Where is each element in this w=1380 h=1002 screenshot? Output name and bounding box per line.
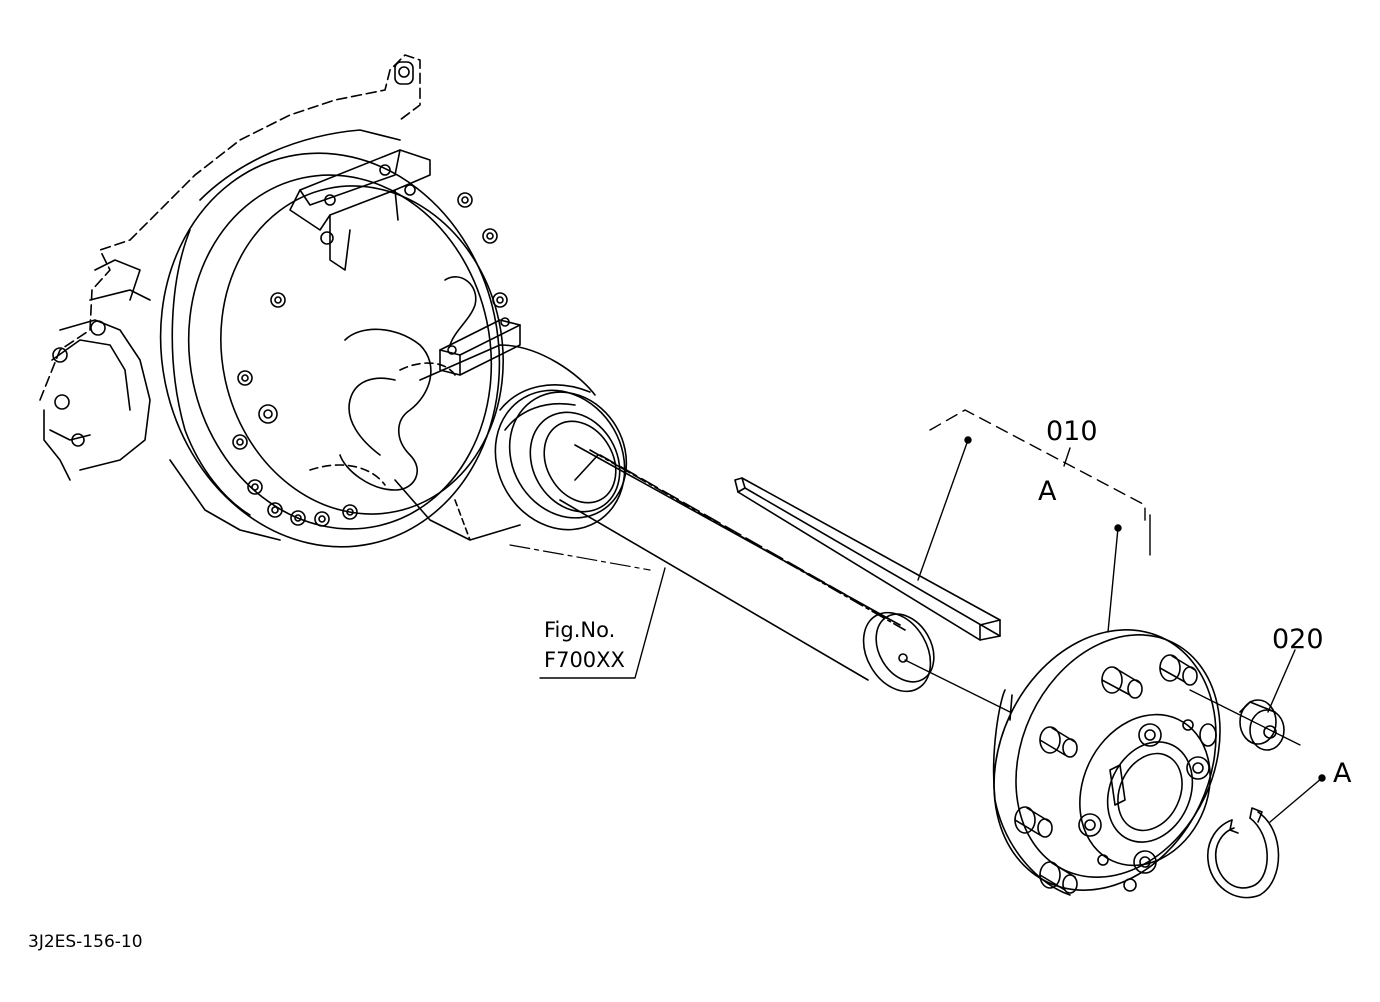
collar-nut [1239,699,1285,751]
label-group-a-circlip: A [1333,758,1352,789]
bearing-collar [494,384,628,531]
label-part-020: 020 [1272,624,1324,655]
label-group-a-top: A [1038,476,1057,507]
label-fig-ref-line2: F700XX [544,648,625,672]
housing-bolts [232,192,508,527]
label-part-010: 010 [1046,416,1098,447]
transmission-housing [39,54,596,548]
hub-flange [992,629,1221,896]
circlip [1207,807,1280,899]
wheel-studs [1014,654,1217,894]
shaft-key [734,477,1001,641]
label-fig-ref-line1: Fig.No. [544,618,616,642]
drawing-code: 3J2ES-156-10 [28,932,143,952]
axle-shaft [509,444,1301,746]
boss-nuts [1078,719,1210,892]
leader-lines [539,409,1326,823]
